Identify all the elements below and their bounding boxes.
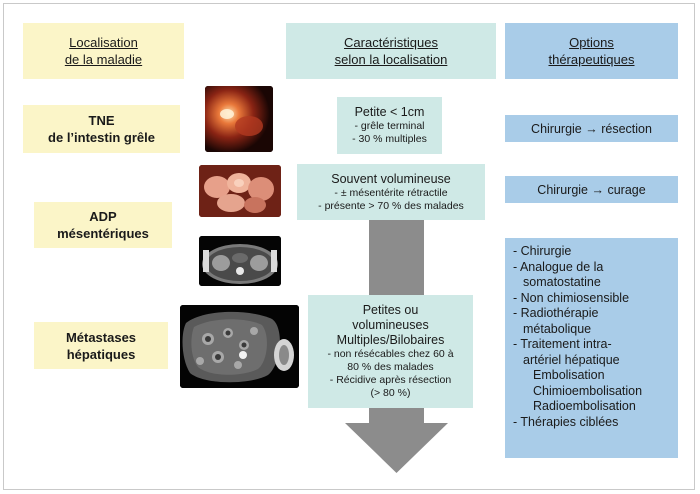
location-adp: ADP mésentériques xyxy=(34,202,172,248)
location-adp-line1: ADP xyxy=(89,209,117,224)
option-metastases-item: - Analogue de la xyxy=(513,259,604,274)
characteristics-metastases-title: volumineuses xyxy=(352,318,429,332)
option-metastases-item: somatostatine xyxy=(523,275,601,289)
header-options-line2: thérapeutiques xyxy=(548,52,635,67)
characteristics-metastases-item: - non résécables chez 60 à xyxy=(327,348,454,360)
option-tne-label: Chirurgie → résection xyxy=(531,121,652,136)
characteristics-metastases-title: Multiples/Bilobaires xyxy=(336,333,445,347)
characteristics-metastases: Petites ou volumineuses Multiples/Biloba… xyxy=(308,295,473,408)
option-metastases-item: - Traitement intra- xyxy=(513,337,612,351)
characteristics-metastases-item: (> 80 %) xyxy=(370,387,411,399)
characteristics-metastases-title: Petites ou xyxy=(362,303,419,317)
option-metastases: - Chirurgie - Analogue de la somatostati… xyxy=(505,238,678,458)
header-caracteristiques: Caractéristiques selon la localisation xyxy=(286,23,496,79)
option-adp-label: Chirurgie → curage xyxy=(537,182,646,197)
location-metastases-line2: hépatiques xyxy=(66,346,136,362)
header-localisation: Localisation de la maladie xyxy=(23,23,184,79)
option-metastases-item: Chimioembolisation xyxy=(533,383,643,398)
characteristics-adp-item: - ± mésentérite rétractile xyxy=(334,186,448,199)
characteristics-adp-item: - présente > 70 % des malades xyxy=(318,199,464,212)
option-metastases-item: - Thérapies ciblées xyxy=(513,414,619,429)
characteristics-tne-item: - 30 % multiples xyxy=(352,133,427,145)
location-metastases: Métastases hépatiques xyxy=(34,322,168,369)
liver-mri-image xyxy=(180,305,299,388)
characteristics-adp: Souvent volumineuse - ± mésentérite rétr… xyxy=(297,164,485,220)
ct-scan-image xyxy=(199,236,281,286)
option-metastases-item: - Chirurgie xyxy=(513,244,572,258)
header-localisation-line2: de la maladie xyxy=(64,52,143,67)
option-metastases-item: Radioembolisation xyxy=(533,399,636,413)
location-metastases-line1: Métastases xyxy=(65,329,137,345)
location-adp-line2: mésentériques xyxy=(57,226,149,241)
surgical-specimen-image xyxy=(199,165,281,217)
header-localisation-line1: Localisation xyxy=(69,35,138,50)
characteristics-metastases-item: - Récidive après résection xyxy=(329,374,452,386)
characteristics-tne: Petite < 1cm - grêle terminal - 30 % mul… xyxy=(337,97,442,154)
option-metastases-item: - Radiothérapie xyxy=(513,306,599,320)
endoscopy-image xyxy=(205,86,273,152)
option-metastases-item: artériel hépatique xyxy=(523,352,620,367)
header-caracteristiques-line1: Caractéristiques xyxy=(344,35,438,50)
location-tne: TNE de l’intestin grêle xyxy=(23,105,180,153)
option-tne: Chirurgie → résection xyxy=(505,115,678,142)
header-options: Options thérapeutiques xyxy=(505,23,678,79)
characteristics-tne-item: - grêle terminal xyxy=(354,120,425,132)
option-adp: Chirurgie → curage xyxy=(505,176,678,203)
characteristics-metastases-item: 80 % des malades xyxy=(347,361,434,373)
option-metastases-item: Embolisation xyxy=(533,368,605,382)
header-caracteristiques-line2: selon la localisation xyxy=(334,52,448,67)
characteristics-tne-title: Petite < 1cm xyxy=(354,105,425,119)
option-metastases-item: - Non chimiosensible xyxy=(513,290,630,305)
location-tne-line2: de l’intestin grêle xyxy=(48,130,155,145)
characteristics-adp-title: Souvent volumineuse xyxy=(331,171,451,186)
location-tne-line1: TNE xyxy=(88,113,115,128)
header-options-line1: Options xyxy=(569,35,614,50)
option-metastases-item: métabolique xyxy=(523,321,592,336)
